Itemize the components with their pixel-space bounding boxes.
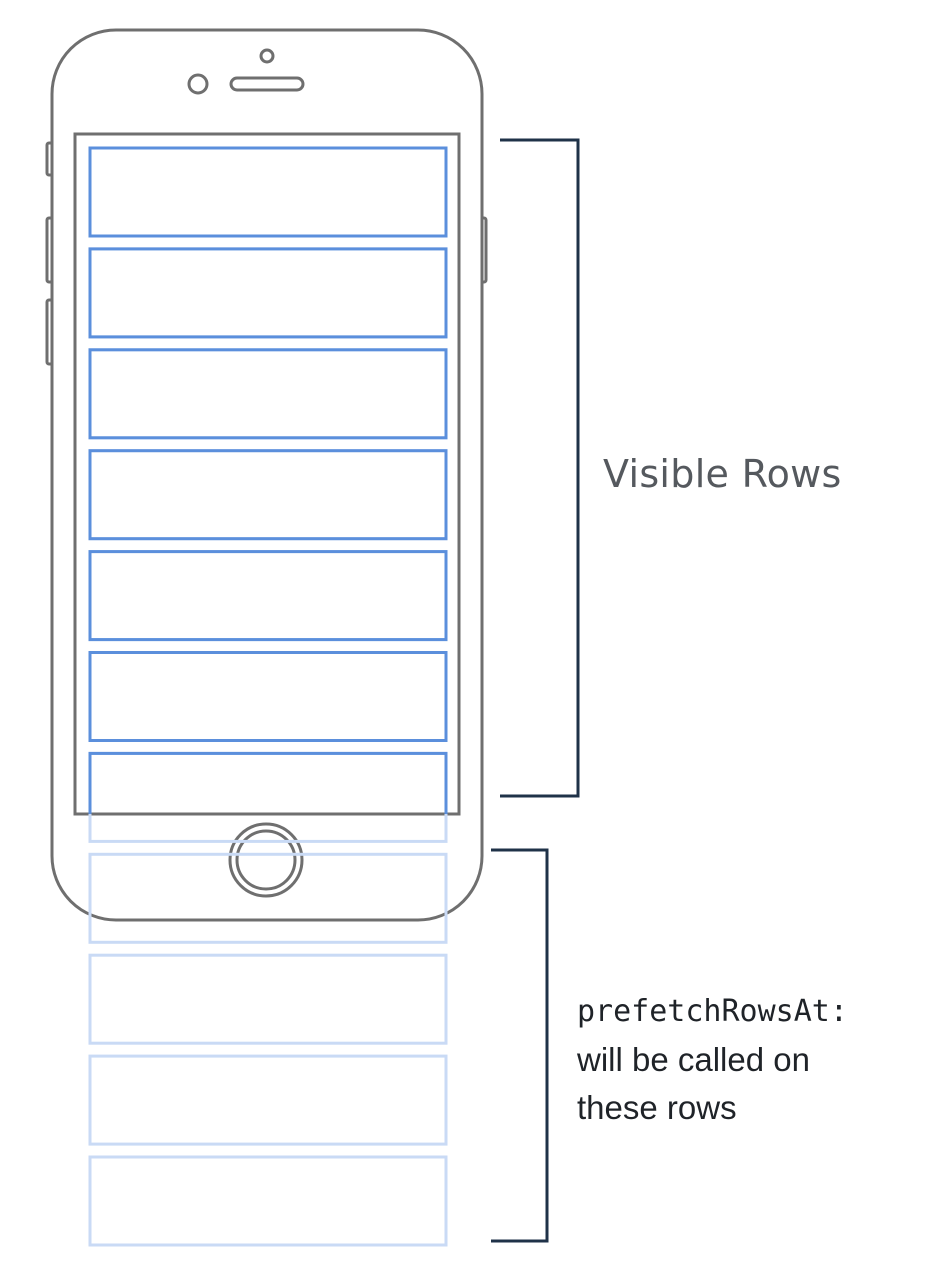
prefetch-description-line1: will be called on: [577, 1036, 917, 1084]
prefetch-row-2: [90, 955, 446, 1043]
prefetch-label: prefetchRowsAt: will be called on these …: [577, 986, 917, 1132]
prefetch-description-line2: these rows: [577, 1084, 917, 1132]
home-button-icon: [230, 824, 302, 896]
prefetch-rows-bracket: [491, 850, 547, 1241]
prefetch-row-4: [90, 1157, 446, 1245]
visible-rows-label: Visible Rows: [603, 452, 842, 496]
prefetch-method-name: prefetchRowsAt:: [577, 994, 848, 1029]
prefetch-row-3: [90, 1056, 446, 1144]
visible-rows-bracket: [500, 140, 578, 796]
